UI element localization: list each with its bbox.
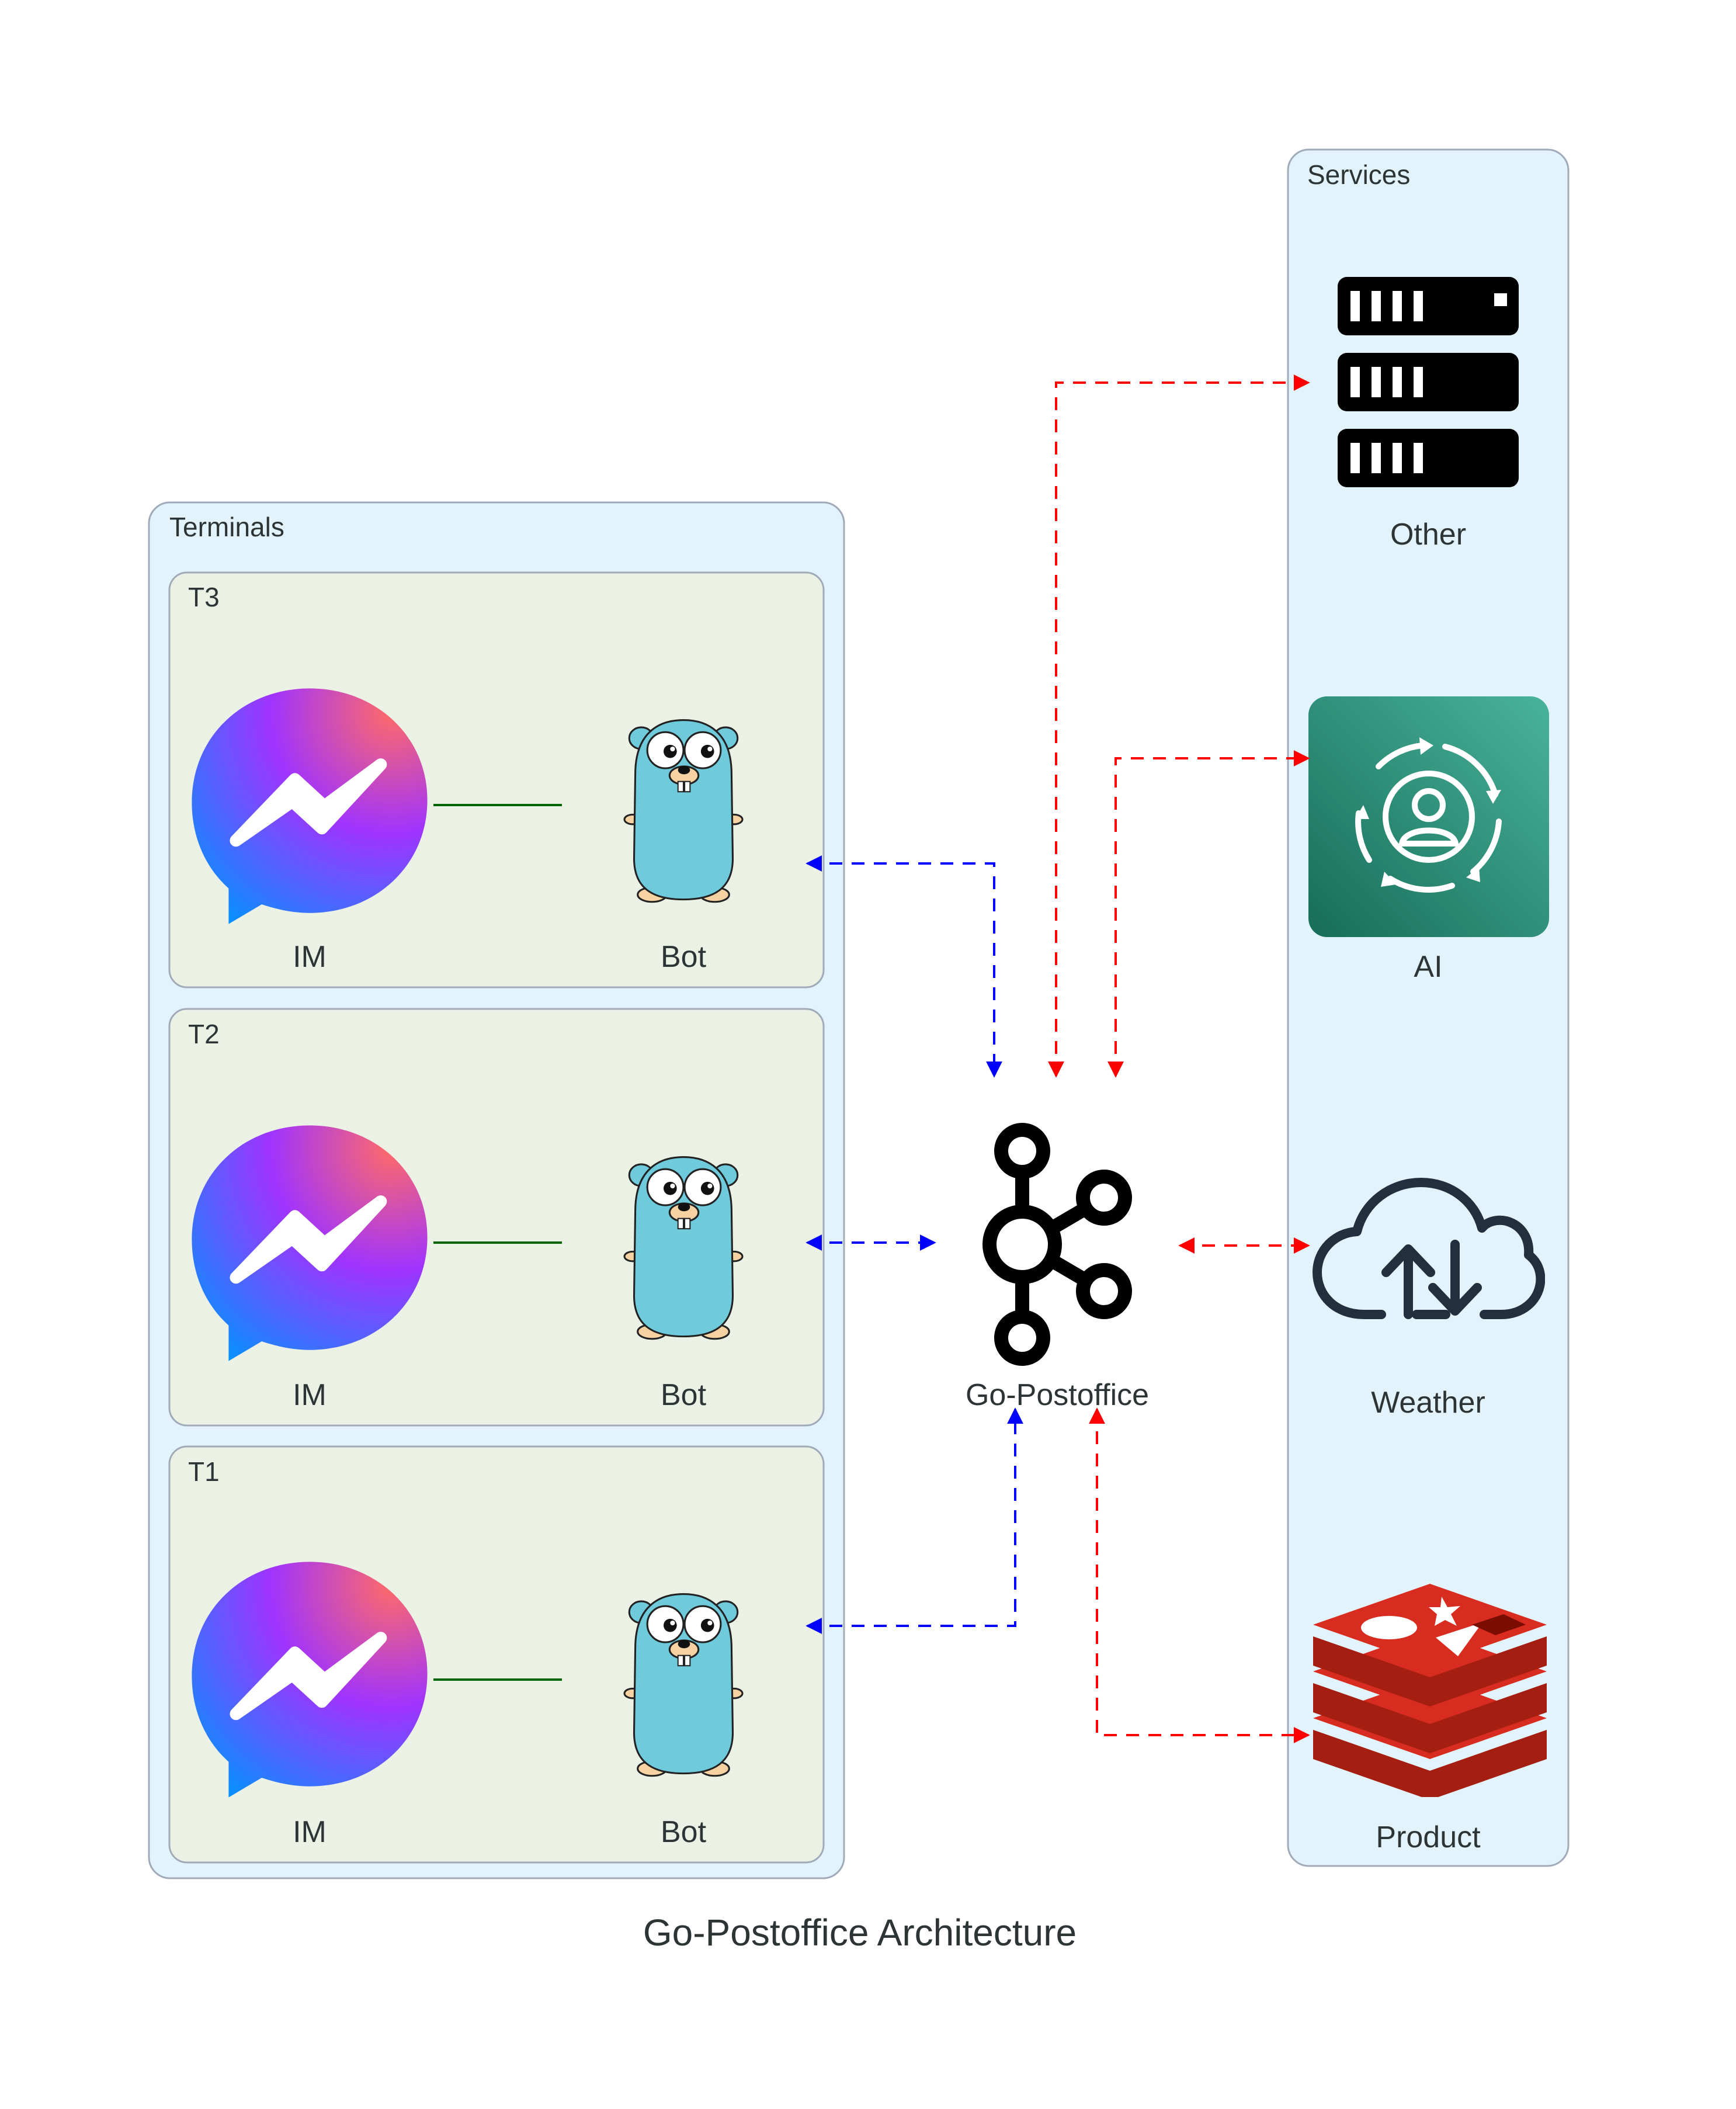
terminal-edges (805, 855, 1023, 1634)
kafka-icon (989, 1130, 1125, 1359)
im-node-label: IM (293, 940, 327, 974)
terminal-t3: T3 IM Bot (168, 571, 825, 988)
go-postoffice-label: Go-Postoffice (966, 1378, 1149, 1412)
edge-hub-product (1089, 1407, 1310, 1743)
service-ai-label: AI (1414, 950, 1442, 984)
im-node-label: IM (293, 1815, 327, 1849)
service-other-label: Other (1390, 518, 1466, 551)
services-cluster-label: Services (1307, 159, 1410, 190)
terminals-cluster-label: Terminals (169, 512, 284, 542)
bot-node-label: Bot (661, 1815, 707, 1849)
service-weather-label: Weather (1371, 1386, 1485, 1420)
service-product: Product (1313, 1584, 1547, 1854)
bot-node-label: Bot (661, 1378, 707, 1412)
gopher-icon (623, 1593, 744, 1777)
diagram-title: Go-Postoffice Architecture (643, 1912, 1077, 1954)
edge-t1-hub (805, 1407, 1023, 1634)
bot-node-label: Bot (661, 940, 707, 974)
terminal-t2: T2 IM Bot (168, 1008, 825, 1427)
gopher-icon (623, 1156, 744, 1340)
gopher-icon (623, 719, 744, 903)
edge-t3-hub (805, 855, 1002, 1078)
service-other: Other (1338, 277, 1519, 551)
service-weather: Weather (1317, 1182, 1540, 1420)
terminal-t2-label: T2 (188, 1019, 220, 1049)
ai-icon (1308, 696, 1549, 937)
terminal-t1-label: T1 (188, 1456, 220, 1487)
im-node-label: IM (293, 1378, 327, 1412)
services-cluster: Services (1287, 148, 1570, 1867)
service-edges (1048, 374, 1310, 1743)
edge-hub-other (1048, 374, 1310, 1078)
server-icon (1338, 277, 1519, 487)
terminal-t1: T1 IM Bot (168, 1445, 825, 1864)
terminal-t3-label: T3 (188, 582, 220, 612)
service-product-label: Product (1376, 1820, 1481, 1854)
edge-hub-ai (1107, 750, 1310, 1078)
service-ai: AI (1308, 696, 1549, 984)
go-postoffice-node: Go-Postoffice (966, 1130, 1149, 1412)
